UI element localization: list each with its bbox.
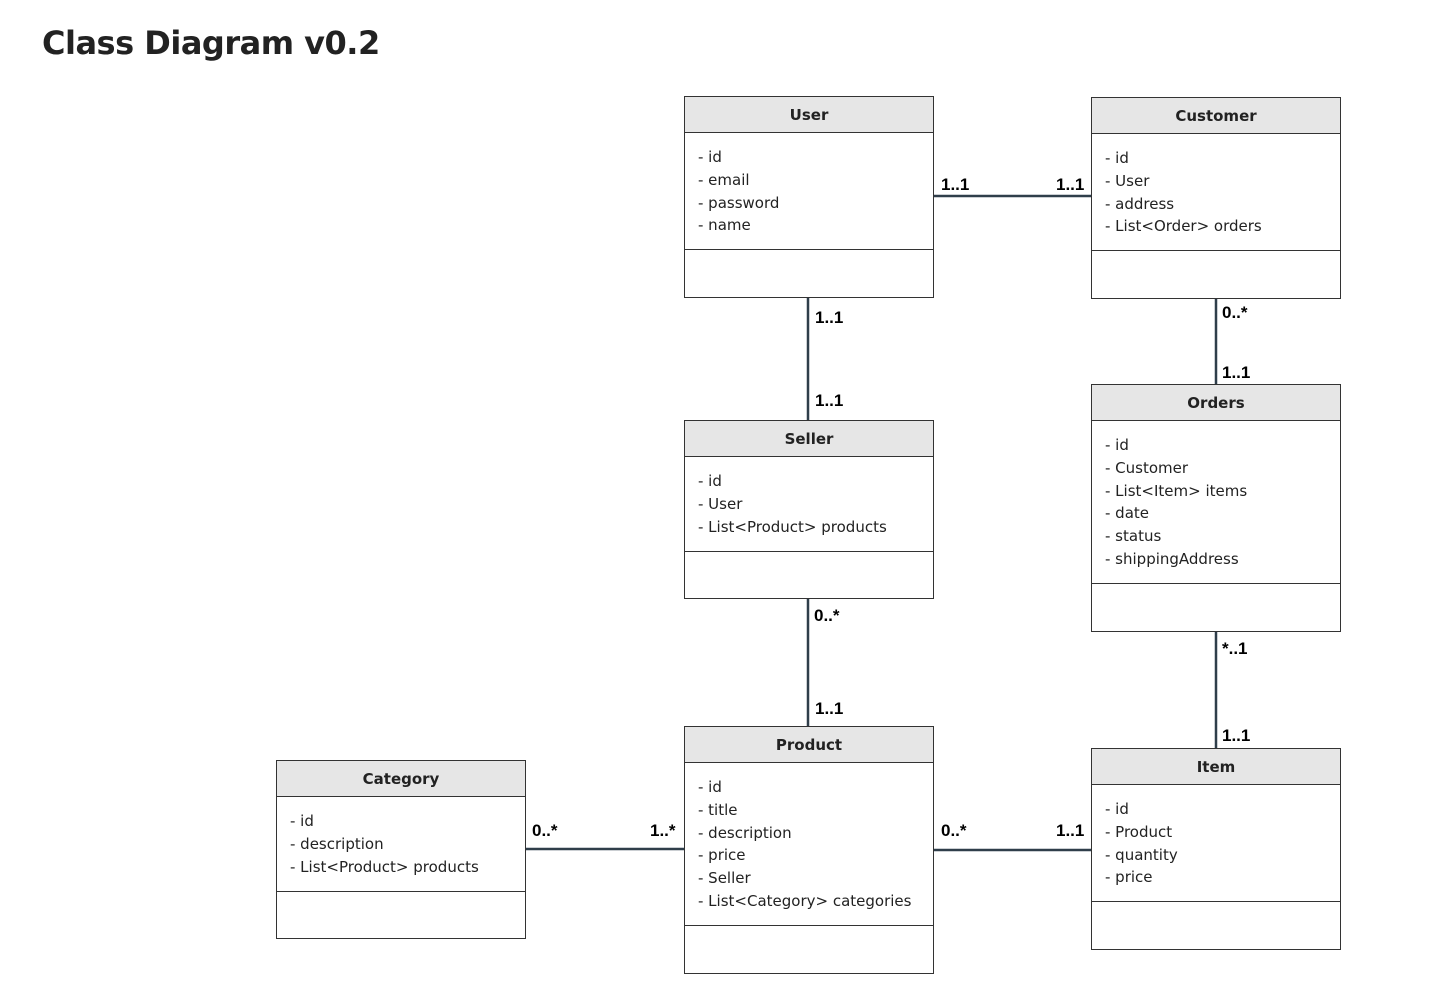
multiplicity-label: 1..* — [650, 821, 676, 840]
attribute: - id — [698, 778, 722, 796]
attribute: - description — [290, 834, 384, 853]
page-title: Class Diagram v0.2 — [42, 24, 380, 62]
attribute: - List<Category> categories — [698, 891, 912, 910]
multiplicity-label: 0..* — [532, 821, 558, 840]
multiplicity-label: 1..1 — [941, 175, 970, 194]
class-customer[interactable]: Customer - id - User - address - List<Or… — [1091, 97, 1341, 299]
attribute: - id — [698, 472, 722, 490]
multiplicity-label: 1..1 — [815, 308, 844, 327]
multiplicity-label: 1..1 — [1056, 175, 1085, 194]
class-user-attributes: - id - email - password - name — [685, 133, 933, 250]
class-orders[interactable]: Orders - id - Customer - List<Item> item… — [1091, 384, 1341, 632]
attribute: - email — [698, 170, 750, 189]
attribute: - password — [698, 193, 780, 212]
attribute: - date — [1105, 504, 1150, 523]
attribute: - List<Item> items — [1105, 481, 1248, 500]
class-customer-attributes: - id - User - address - List<Order> orde… — [1092, 134, 1340, 251]
attribute: - shippingAddress — [1105, 549, 1239, 568]
class-product-name: Product — [685, 727, 933, 763]
multiplicity-label: 0..* — [941, 821, 967, 840]
attribute: - id — [698, 148, 722, 166]
class-product[interactable]: Product - id - title - description - pri… — [684, 726, 934, 974]
attribute: - List<Order> orders — [1105, 217, 1262, 236]
class-item-name: Item — [1092, 749, 1340, 785]
multiplicity-label: 1..1 — [815, 391, 844, 410]
class-user-name: User — [685, 97, 933, 133]
multiplicity-label: 0..* — [1222, 303, 1248, 322]
class-seller-name: Seller — [685, 421, 933, 457]
class-product-attributes: - id - title - description - price - Sel… — [685, 763, 933, 926]
class-orders-name: Orders — [1092, 385, 1340, 421]
attribute: - price — [1105, 868, 1153, 887]
attribute: - address — [1105, 194, 1175, 213]
class-category-name: Category — [277, 761, 525, 797]
multiplicity-label: *..1 — [1222, 639, 1248, 658]
multiplicity-label: 1..1 — [1222, 726, 1251, 745]
attribute: - id — [1105, 800, 1129, 818]
multiplicity-label: 1..1 — [1222, 363, 1251, 382]
attribute: - User — [698, 494, 743, 513]
attribute: - id — [1105, 436, 1129, 454]
attribute: - User — [1105, 171, 1150, 190]
class-seller-attributes: - id - User - List<Product> products — [685, 457, 933, 552]
attribute: - id — [290, 812, 314, 830]
attribute: - Product — [1105, 822, 1173, 841]
attribute: - Seller — [698, 869, 751, 888]
attribute: - quantity — [1105, 845, 1178, 864]
class-user[interactable]: User - id - email - password - name — [684, 96, 934, 298]
class-item-attributes: - id - Product - quantity - price — [1092, 785, 1340, 902]
class-category[interactable]: Category - id - description - List<Produ… — [276, 760, 526, 939]
attribute: - name — [698, 216, 751, 235]
class-customer-name: Customer — [1092, 98, 1340, 134]
class-seller[interactable]: Seller - id - User - List<Product> produ… — [684, 420, 934, 599]
attribute: - List<Product> products — [698, 517, 887, 536]
attribute: - Customer — [1105, 458, 1189, 477]
attribute: - status — [1105, 527, 1162, 546]
class-orders-attributes: - id - Customer - List<Item> items - dat… — [1092, 421, 1340, 584]
multiplicity-label: 0..* — [814, 606, 840, 625]
multiplicity-label: 1..1 — [815, 699, 844, 718]
attribute: - description — [698, 823, 792, 842]
attribute: - List<Product> products — [290, 857, 479, 876]
class-category-attributes: - id - description - List<Product> produ… — [277, 797, 525, 892]
attribute: - id — [1105, 149, 1129, 167]
class-item[interactable]: Item - id - Product - quantity - price — [1091, 748, 1341, 950]
attribute: - price — [698, 846, 746, 865]
multiplicity-label: 1..1 — [1056, 821, 1085, 840]
attribute: - title — [698, 800, 738, 819]
